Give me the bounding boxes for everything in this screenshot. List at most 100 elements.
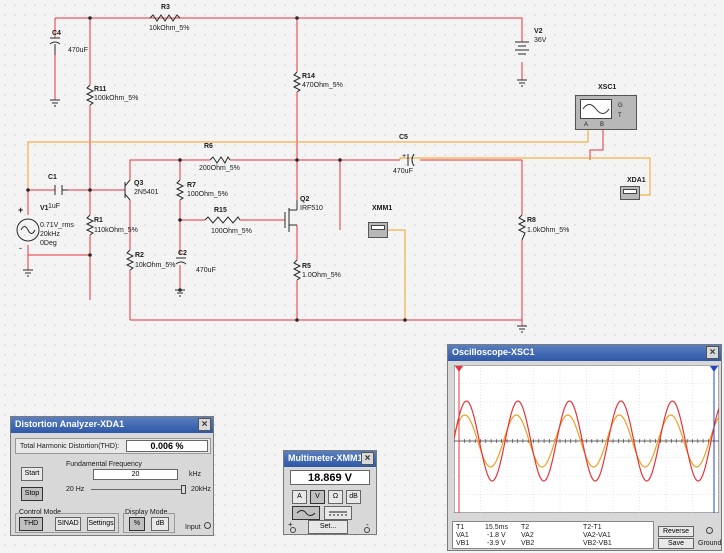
display-mode-label: Display Mode bbox=[125, 509, 168, 516]
r1-value: 110kOhm_5% bbox=[94, 227, 138, 234]
fundamental-unit: kHz bbox=[189, 471, 202, 478]
reverse-button[interactable]: Reverse bbox=[658, 526, 694, 537]
xmm1-display bbox=[371, 225, 385, 230]
ground-label: Ground bbox=[698, 540, 722, 547]
q2-value: IRF510 bbox=[300, 205, 323, 212]
minus-terminal-icon[interactable] bbox=[364, 527, 370, 533]
fundamental-input[interactable]: 20 bbox=[93, 469, 178, 480]
xda1-ref: XDA1 bbox=[627, 177, 646, 184]
r3-value: 10kOhm_5% bbox=[149, 25, 190, 32]
ampere-button[interactable]: A bbox=[292, 490, 307, 504]
c5-polarity: + bbox=[402, 153, 407, 160]
thd-value: 0.006 % bbox=[126, 440, 208, 452]
r8-value: 1.0kOhm_5% bbox=[527, 227, 570, 234]
cursor-readout-table: T1 VA1 VB1 15.5ms -1.8 V -3.9 V T2 VA2 V… bbox=[452, 521, 654, 549]
v2-value: 36V bbox=[534, 37, 547, 44]
r2-value: 10kOhm_5% bbox=[135, 262, 176, 269]
xda1-display bbox=[623, 189, 637, 194]
vb2-label: VB2 bbox=[521, 540, 535, 547]
r2-ref: R2 bbox=[135, 252, 144, 259]
plus-terminal-icon[interactable] bbox=[290, 527, 296, 533]
close-icon[interactable]: × bbox=[198, 418, 211, 431]
r6-ref: R6 bbox=[204, 143, 213, 150]
distortion-analyzer-titlebar[interactable]: Distortion Analyzer-XDA1 × bbox=[11, 417, 213, 433]
vb2-vb1-label: VB2-VB1 bbox=[583, 540, 612, 547]
r14-value: 470Ohm_5% bbox=[302, 82, 343, 89]
db-button[interactable]: dB bbox=[151, 517, 169, 531]
r8-ref: R8 bbox=[527, 217, 536, 224]
channel-b-trace bbox=[454, 400, 719, 482]
vb1-label: VB1 bbox=[456, 540, 470, 547]
frequency-slider-track[interactable] bbox=[91, 489, 186, 490]
r7-ref: R7 bbox=[187, 182, 196, 189]
close-icon[interactable]: × bbox=[361, 452, 374, 465]
t1-label: T1 bbox=[456, 524, 465, 531]
close-icon[interactable]: × bbox=[706, 346, 719, 359]
distortion-analyzer-window[interactable]: Distortion Analyzer-XDA1 × Total Harmoni… bbox=[10, 416, 214, 536]
r11-value: 100kOhm_5% bbox=[94, 95, 139, 102]
save-button[interactable]: Save bbox=[658, 538, 694, 549]
slider-max-label: 20kHz bbox=[191, 486, 211, 493]
cursor-1-marker[interactable] bbox=[455, 366, 463, 372]
va1-label: VA1 bbox=[456, 532, 469, 539]
r3-ref: R3 bbox=[161, 4, 170, 11]
vb1-value: -3.9 V bbox=[487, 540, 506, 547]
multimeter-window[interactable]: Multimeter-XMM1 × 18.869 V A V Ω dB + Se… bbox=[283, 450, 377, 535]
thd-mode-button[interactable]: THD bbox=[19, 517, 43, 531]
input-label: Input bbox=[185, 524, 201, 531]
input-terminal-icon[interactable] bbox=[204, 522, 211, 529]
oscilloscope-titlebar[interactable]: Oscilloscope-XSC1 × bbox=[448, 345, 721, 361]
t1-time: 15.5ms bbox=[485, 524, 508, 531]
multimeter-titlebar[interactable]: Multimeter-XMM1 × bbox=[284, 451, 376, 467]
stop-button[interactable]: Stop bbox=[21, 487, 43, 501]
va2-label: VA2 bbox=[521, 532, 534, 539]
c2-value: 470uF bbox=[196, 267, 216, 274]
ohm-button[interactable]: Ω bbox=[328, 490, 343, 504]
set-button[interactable]: Set... bbox=[308, 520, 348, 534]
c5-ref: C5 bbox=[399, 134, 408, 141]
v1-plus: + bbox=[18, 205, 24, 215]
dc-mode-button[interactable] bbox=[324, 506, 352, 520]
r15-ref: R15 bbox=[214, 207, 227, 214]
fundamental-label: Fundamental Frequency bbox=[66, 461, 142, 468]
q3-ref: Q3 bbox=[134, 180, 144, 187]
plus-terminal-label: + bbox=[288, 520, 293, 529]
r1-ref: R1 bbox=[94, 217, 103, 224]
control-mode-group bbox=[15, 513, 119, 533]
t2-t1-label: T2-T1 bbox=[583, 524, 602, 531]
c1-ref: C1 bbox=[48, 174, 57, 181]
db-button[interactable]: dB bbox=[346, 490, 361, 504]
multimeter-display: 18.869 V bbox=[290, 470, 370, 485]
scope-pin-a: A bbox=[584, 122, 589, 128]
cursor-2-marker[interactable] bbox=[710, 366, 718, 372]
r6-value: 200Ohm_5% bbox=[199, 165, 240, 172]
percent-button[interactable]: % bbox=[129, 517, 145, 531]
v1-amplitude: 0.71V_rms bbox=[40, 222, 74, 229]
v1-minus: - bbox=[19, 243, 22, 253]
sinad-mode-button[interactable]: SINAD bbox=[55, 517, 81, 531]
distortion-analyzer-title: Distortion Analyzer-XDA1 bbox=[15, 419, 125, 429]
va1-value: -1.8 V bbox=[487, 532, 506, 539]
xsc1-scope-symbol[interactable]: A B G T bbox=[575, 95, 637, 130]
r11-ref: R11 bbox=[94, 86, 107, 93]
thd-row: Total Harmonic Distortion(THD): 0.006 % bbox=[15, 438, 211, 454]
c4-ref: C4 bbox=[52, 30, 61, 37]
oscilloscope-window[interactable]: Oscilloscope-XSC1 × T1 VA1 VB1 15.5ms -1… bbox=[447, 344, 722, 551]
c1-value: 1uF bbox=[48, 203, 61, 210]
frequency-slider-thumb[interactable] bbox=[181, 485, 186, 494]
xmm1-ref: XMM1 bbox=[372, 205, 393, 212]
r14-ref: R14 bbox=[302, 73, 315, 80]
start-button[interactable]: Start bbox=[21, 467, 43, 481]
xmm1-symbol[interactable] bbox=[368, 222, 388, 238]
control-mode-label: Control Mode bbox=[19, 509, 62, 516]
ground-terminal-icon[interactable] bbox=[706, 527, 713, 534]
volt-button[interactable]: V bbox=[310, 490, 325, 504]
r5-value: 1.0Ohm_5% bbox=[302, 272, 341, 279]
settings-button[interactable]: Settings bbox=[87, 517, 115, 531]
ac-mode-button[interactable] bbox=[292, 506, 320, 520]
r15-value: 100Ohm_5% bbox=[211, 228, 252, 235]
va2-va1-label: VA2-VA1 bbox=[583, 532, 611, 539]
ac-wave-icon bbox=[296, 510, 316, 516]
c5-value: 470uF bbox=[393, 168, 413, 175]
xda1-symbol[interactable] bbox=[620, 186, 640, 200]
